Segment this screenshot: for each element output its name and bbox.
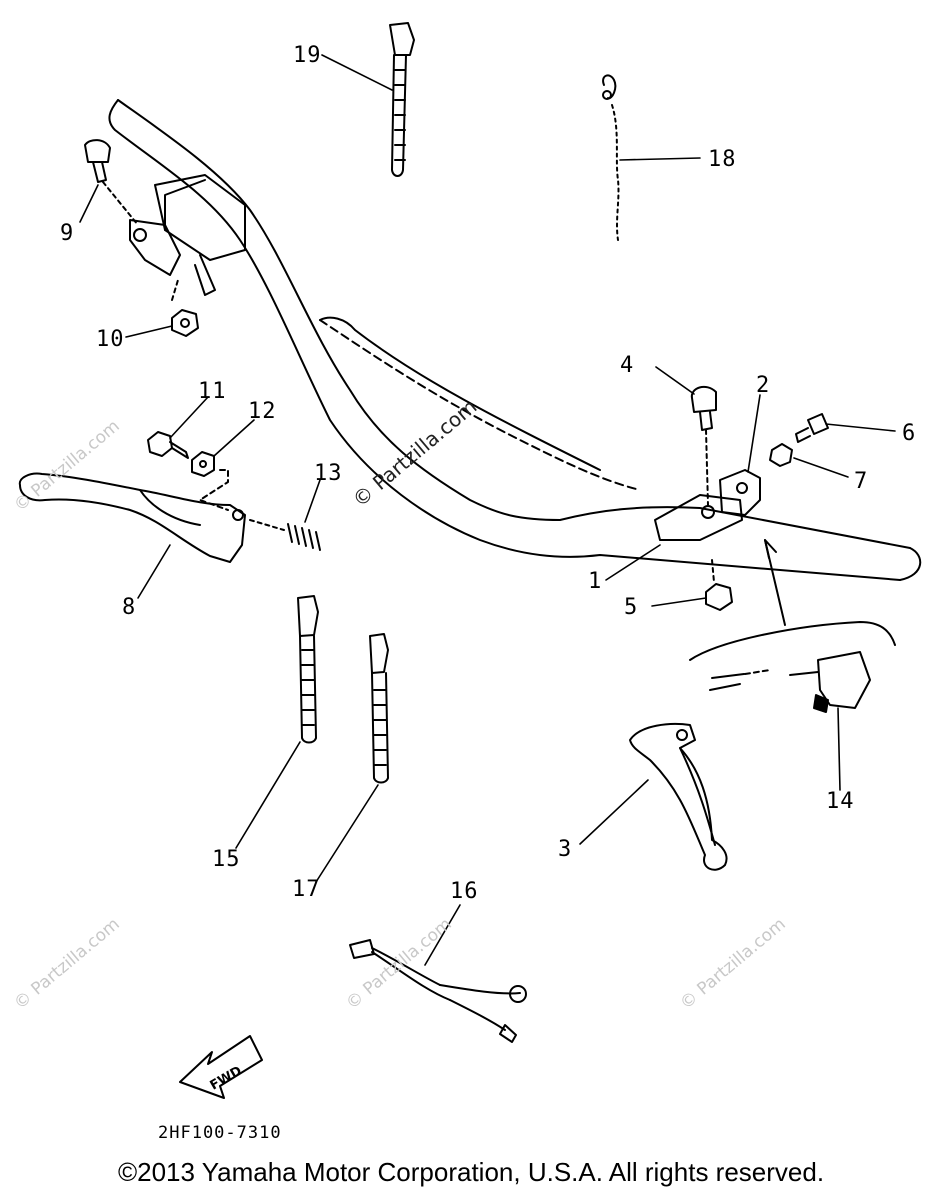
callout-8: 8 bbox=[122, 595, 136, 620]
fwd-arrow bbox=[179, 1035, 263, 1099]
master-cylinder-clamp bbox=[129, 174, 246, 296]
callout-5: 5 bbox=[624, 595, 638, 620]
callout-10: 10 bbox=[96, 327, 125, 352]
diagram-svg: 19 18 9 10 11 12 13 8 4 2 6 7 1 5 14 3 1… bbox=[10, 22, 922, 1143]
leader-lines bbox=[79, 54, 896, 966]
callout-1: 1 bbox=[588, 569, 602, 594]
callout-11: 11 bbox=[198, 379, 227, 404]
fwd-label: FWD bbox=[208, 1063, 245, 1093]
callout-18: 18 bbox=[708, 147, 737, 172]
callout-16: 16 bbox=[450, 879, 479, 904]
callout-numbers: 19 18 9 10 11 12 13 8 4 2 6 7 1 5 14 3 1… bbox=[60, 43, 916, 904]
callout-15: 15 bbox=[212, 847, 241, 872]
part-11-bolt bbox=[147, 431, 189, 459]
part-10-nut bbox=[171, 279, 199, 337]
part-18-band bbox=[602, 74, 620, 241]
part-9-bolt bbox=[84, 139, 139, 226]
callout-7: 7 bbox=[854, 469, 868, 494]
watermark-left: © Partzilla.com bbox=[10, 416, 123, 516]
callout-3: 3 bbox=[558, 837, 572, 862]
callout-2: 2 bbox=[756, 373, 770, 398]
part-14-switch-detail bbox=[689, 621, 896, 713]
part-1-lever-holder bbox=[654, 469, 761, 541]
callout-4: 4 bbox=[620, 353, 634, 378]
part-16-wire-harness bbox=[349, 939, 527, 1043]
part-17-cable-tie bbox=[369, 633, 389, 784]
part-8-clutch-lever bbox=[18, 472, 246, 563]
part-6-screw bbox=[795, 413, 829, 443]
callout-14: 14 bbox=[826, 789, 855, 814]
callout-13: 13 bbox=[314, 461, 343, 486]
handlebar bbox=[108, 99, 922, 581]
part-15-cable-tie bbox=[297, 595, 319, 744]
callout-6: 6 bbox=[902, 421, 916, 446]
callout-9: 9 bbox=[60, 221, 74, 246]
part-3-brake-lever bbox=[629, 722, 728, 871]
callout-19: 19 bbox=[293, 43, 322, 68]
callout-12: 12 bbox=[248, 399, 277, 424]
callout-17: 17 bbox=[292, 877, 321, 902]
watermark-bottom-right: © Partzilla.com bbox=[676, 914, 789, 1014]
part-4-bolt bbox=[690, 385, 717, 506]
part-19-cable-tie bbox=[389, 22, 415, 177]
copyright-notice: ©2013 Yamaha Motor Corporation, U.S.A. A… bbox=[117, 1157, 825, 1187]
part-7-nut bbox=[769, 443, 793, 467]
drawing-number: 2HF100-7310 bbox=[158, 1123, 282, 1143]
part-13-spring bbox=[249, 519, 321, 551]
part-12-nut bbox=[191, 451, 215, 477]
part-5-nut bbox=[705, 559, 733, 611]
watermark-bottom-left: © Partzilla.com bbox=[10, 914, 123, 1014]
watermark-bottom-center: © Partzilla.com bbox=[342, 914, 455, 1014]
